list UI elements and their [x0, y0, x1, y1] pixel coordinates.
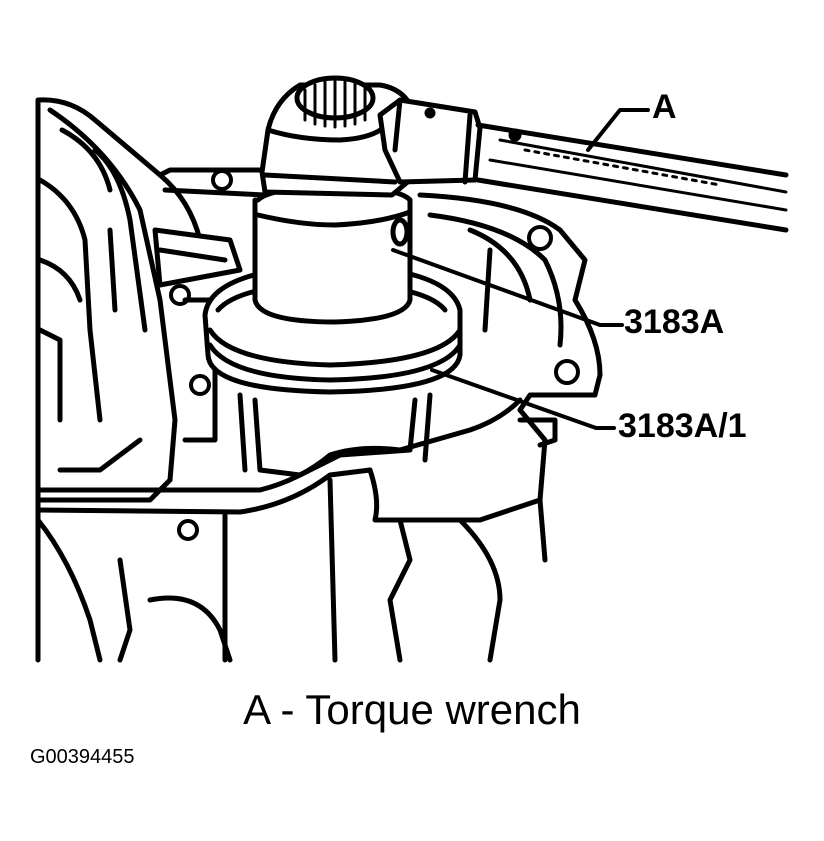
callout-3183a: 3183A	[624, 303, 725, 341]
flange-outline	[35, 192, 603, 663]
figure-id: G00394455	[30, 746, 135, 768]
adapter-3183a	[252, 183, 413, 325]
callout-a: A	[652, 88, 677, 126]
ratchet-head	[259, 75, 418, 198]
leader-lines	[391, 108, 650, 430]
bolt-holes	[169, 169, 580, 541]
housing-casting	[35, 97, 268, 663]
figure-caption: A - Torque wrench	[243, 686, 581, 733]
transmission-housing-illustration	[35, 75, 789, 663]
torque-wrench	[377, 97, 789, 233]
callout-3183a-1: 3183A/1	[618, 407, 747, 445]
